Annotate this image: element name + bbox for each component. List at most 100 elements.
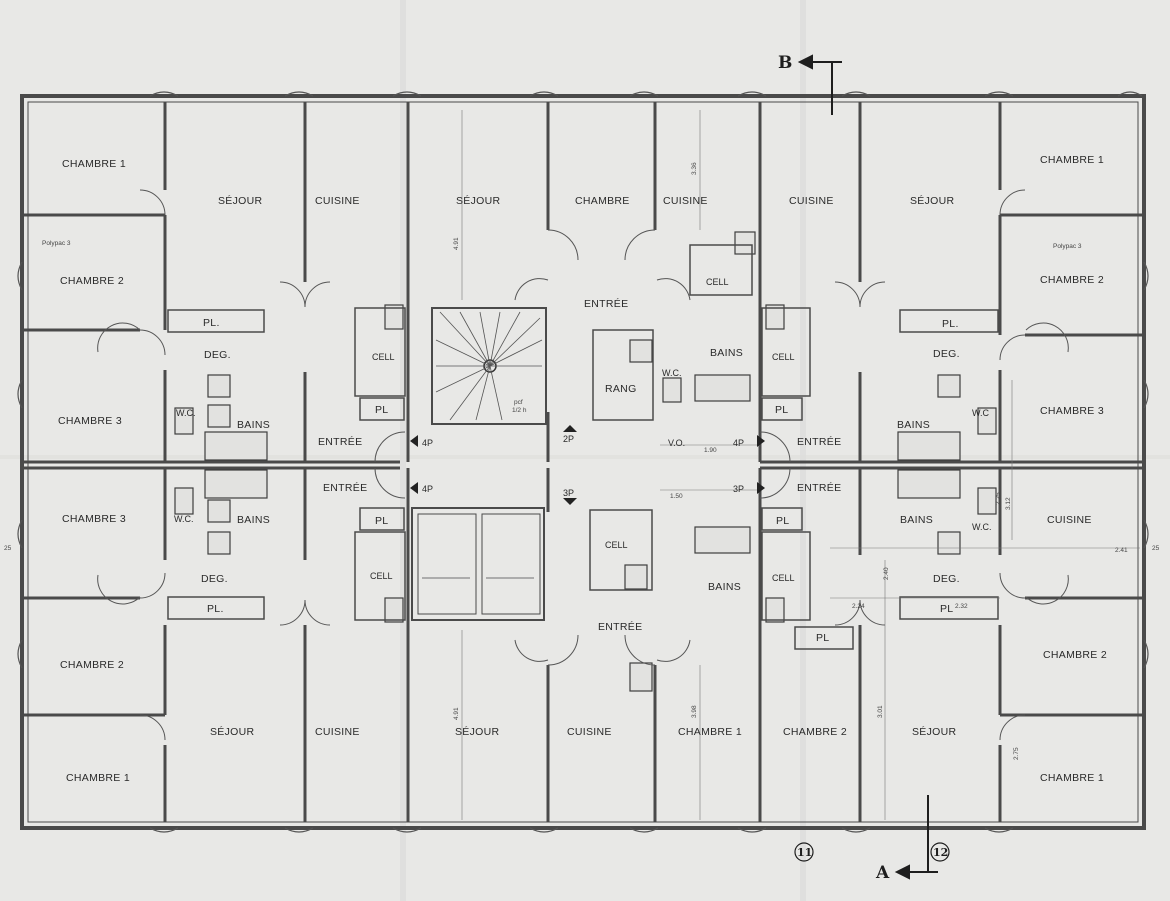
room-deg-rt: DEG. <box>933 348 960 360</box>
corridor-arrows <box>410 425 765 505</box>
room-chambre3-rt: CHAMBRE 3 <box>1040 405 1104 417</box>
room-pl-rb: PL <box>776 515 789 527</box>
svg-text:2.75: 2.75 <box>1013 747 1020 760</box>
room-cell-cb: CELL <box>605 540 628 550</box>
room-chambre2-bl: CHAMBRE 2 <box>60 659 124 671</box>
room-chambre1-tl: CHAMBRE 1 <box>62 158 126 170</box>
room-chambre2-cb: CHAMBRE 2 <box>783 726 847 738</box>
svg-text:3.36: 3.36 <box>691 162 698 175</box>
room-bains-bl: BAINS <box>237 514 270 526</box>
svg-text:3.12: 3.12 <box>1005 497 1012 510</box>
room-cuisine-cb: CUISINE <box>567 726 612 738</box>
room-cell-ct: CELL <box>706 277 729 287</box>
room-wc-bl: W.C. <box>174 514 194 524</box>
section-mark-a: A <box>875 863 890 883</box>
polypac-note-left: Polypac 3 <box>42 240 71 247</box>
room-wc-rt: W.C <box>972 408 989 418</box>
room-chambre-ct: CHAMBRE <box>575 195 630 207</box>
interior-walls <box>22 102 1144 822</box>
room-wc-tl: W.C. <box>176 408 196 418</box>
svg-text:A: A <box>875 863 890 883</box>
room-entree-rt: ENTRÉE <box>797 435 841 448</box>
svg-text:B: B <box>778 53 792 73</box>
sanitary-fixtures <box>174 231 997 692</box>
room-bains-rt: BAINS <box>897 419 930 431</box>
svg-text:2.32: 2.32 <box>955 603 968 610</box>
label-pcf-frac: 1/2 h <box>512 407 527 414</box>
room-pl-cb: PL <box>816 632 829 644</box>
spiral-staircase <box>431 307 547 425</box>
room-cuisine-tl: CUISINE <box>315 195 360 207</box>
room-entree-rb: ENTRÉE <box>797 481 841 494</box>
dimension-annotations: 4.91 3.36 3.12 1.50 2.25 2.41 2.24 2.32 … <box>4 162 1160 760</box>
room-chambre1-bl: CHAMBRE 1 <box>66 772 130 784</box>
room-deg-bl: DEG. <box>201 573 228 585</box>
room-pl-bl2: PL <box>375 515 388 527</box>
svg-text:2.25: 2.25 <box>995 492 1002 505</box>
room-bains-tl: BAINS <box>237 419 270 431</box>
room-bains-ct: BAINS <box>710 347 743 359</box>
room-pl-rt: PL. <box>942 318 959 330</box>
label-3p-left: 3P <box>563 488 574 498</box>
room-chambre3-tl: CHAMBRE 3 <box>58 415 122 427</box>
room-entree-bl: ENTRÉE <box>323 481 367 494</box>
room-pl-rb2: PL <box>940 603 953 615</box>
grid-axis-h: 11 <box>794 842 814 862</box>
elevator-shafts <box>411 507 545 621</box>
room-entree-cb: ENTRÉE <box>598 620 642 633</box>
label-4p-tl: 4P <box>422 438 433 448</box>
room-chambre1-rt: CHAMBRE 1 <box>1040 154 1104 166</box>
room-cuisine-bl: CUISINE <box>315 726 360 738</box>
room-chambre1-rb: CHAMBRE 1 <box>1040 772 1104 784</box>
label-3p-c: 3P <box>733 484 744 494</box>
label-4p-bl: 4P <box>422 484 433 494</box>
room-sejour-tl: SÉJOUR <box>218 194 263 207</box>
room-chambre2-tl: CHAMBRE 2 <box>60 275 124 287</box>
placards <box>167 309 999 650</box>
svg-text:1.90: 1.90 <box>704 447 717 454</box>
room-sejour-cb: SÉJOUR <box>455 725 500 738</box>
room-cuisine-rt: CUISINE <box>789 195 834 207</box>
label-4p-c: 4P <box>733 438 744 448</box>
room-bains-rb: BAINS <box>900 514 933 526</box>
svg-text:2.41: 2.41 <box>1115 547 1128 554</box>
room-pl-rt2: PL <box>775 404 788 416</box>
svg-text:11: 11 <box>797 846 812 859</box>
room-pl-tl: PL. <box>203 317 220 329</box>
room-chambre1-cb: CHAMBRE 1 <box>678 726 742 738</box>
svg-text:12: 12 <box>933 846 948 859</box>
room-bains-cb: BAINS <box>708 581 741 593</box>
room-deg-rb: DEG. <box>933 573 960 585</box>
room-pl-bl: PL. <box>207 603 224 615</box>
room-chambre2-rt: CHAMBRE 2 <box>1040 274 1104 286</box>
room-cell-rt: CELL <box>772 352 795 362</box>
svg-text:4.91: 4.91 <box>453 707 460 720</box>
room-cuisine-ct: CUISINE <box>663 195 708 207</box>
svg-text:3.98: 3.98 <box>691 705 698 718</box>
window-marks <box>17 91 1149 833</box>
room-sejour-rt: SÉJOUR <box>910 194 955 207</box>
room-chambre3-bl: CHAMBRE 3 <box>62 513 126 525</box>
label-pcf: pcf <box>514 399 523 406</box>
room-sejour-bl: SÉJOUR <box>210 725 255 738</box>
room-sejour-ct: SÉJOUR <box>456 194 501 207</box>
svg-text:2.24: 2.24 <box>852 603 865 610</box>
dimension-lines <box>461 110 1140 820</box>
room-cell-rb: CELL <box>772 573 795 583</box>
svg-text:2.40: 2.40 <box>883 567 890 580</box>
room-wc-rb: W.C. <box>972 522 992 532</box>
room-entree-ct: ENTRÉE <box>584 297 628 310</box>
room-deg-tl: DEG. <box>204 349 231 361</box>
room-cell-bl: CELL <box>370 571 393 581</box>
svg-text:1.50: 1.50 <box>670 493 683 500</box>
svg-text:25: 25 <box>4 545 12 552</box>
label-vo: V.O. <box>668 438 685 448</box>
grid-axis-i: 12 <box>930 842 950 862</box>
room-wc-c: W.C. <box>662 368 682 378</box>
door-swings <box>97 189 1069 741</box>
label-2p: 2P <box>563 434 574 444</box>
room-chambre2-rb: CHAMBRE 2 <box>1043 649 1107 661</box>
room-sejour-rb: SÉJOUR <box>912 725 957 738</box>
svg-text:25: 25 <box>1152 545 1160 552</box>
